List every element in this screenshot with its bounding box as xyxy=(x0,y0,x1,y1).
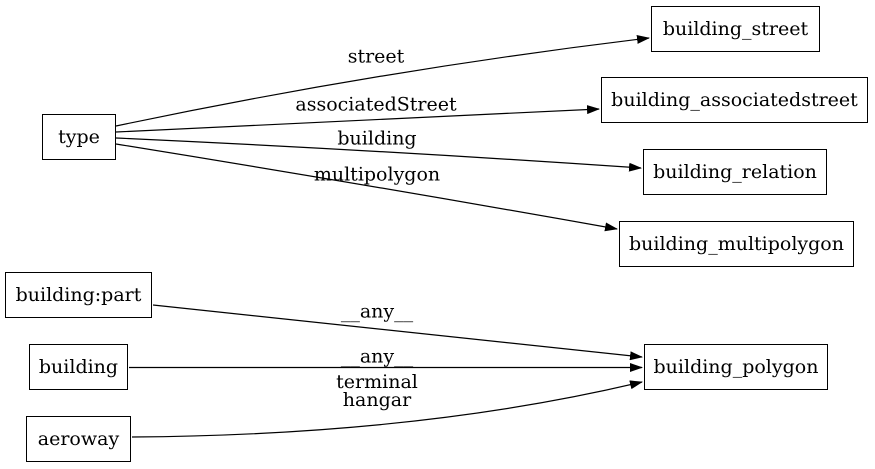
node-building_street-label: building_street xyxy=(662,18,809,40)
node-building_multipolygon: building_multipolygon xyxy=(619,221,854,267)
node-building_relation-label: building_relation xyxy=(653,161,817,183)
node-type-label: type xyxy=(58,126,100,148)
node-aeroway: aeroway xyxy=(26,416,131,462)
node-building_multipolygon-label: building_multipolygon xyxy=(629,233,844,255)
node-building_polygon: building_polygon xyxy=(644,344,828,390)
edge-type-to-building_multipolygon xyxy=(115,143,618,232)
edge-label-any-building-part: __any__ xyxy=(340,300,414,323)
edge-type-to-building_relation xyxy=(115,137,642,172)
edge-label-any-building: __any__ xyxy=(340,345,414,368)
node-type: type xyxy=(42,114,116,160)
edge-label-hangar: hangar xyxy=(342,389,412,411)
edge-label-associatedstreet: associatedStreet xyxy=(295,93,457,116)
node-building_relation: building_relation xyxy=(643,149,827,195)
edge-type-to-building_street xyxy=(115,34,650,127)
node-building_part: building:part xyxy=(5,272,152,318)
node-building_part-label: building:part xyxy=(15,284,142,306)
node-building_polygon-label: building_polygon xyxy=(653,356,819,378)
node-building: building xyxy=(29,344,128,390)
edge-building_part-to-building_polygon xyxy=(152,304,643,361)
edge-type-to-building_associatedstreet xyxy=(115,105,600,133)
node-building_associatedstreet-label: building_associatedstreet xyxy=(611,89,858,111)
edge-label-multipolygon: multipolygon xyxy=(313,163,441,186)
node-building_associatedstreet: building_associatedstreet xyxy=(601,77,868,123)
edge-label-terminal-hangar: terminal hangar xyxy=(336,371,418,411)
edge-label-street: street xyxy=(347,45,405,68)
node-aeroway-label: aeroway xyxy=(37,428,120,450)
node-building-label: building xyxy=(38,356,119,378)
node-building_street: building_street xyxy=(651,6,820,52)
edge-label-terminal: terminal xyxy=(336,371,418,393)
edge-label-building: building xyxy=(337,127,417,150)
edge-aeroway-to-building_polygon xyxy=(131,380,643,438)
